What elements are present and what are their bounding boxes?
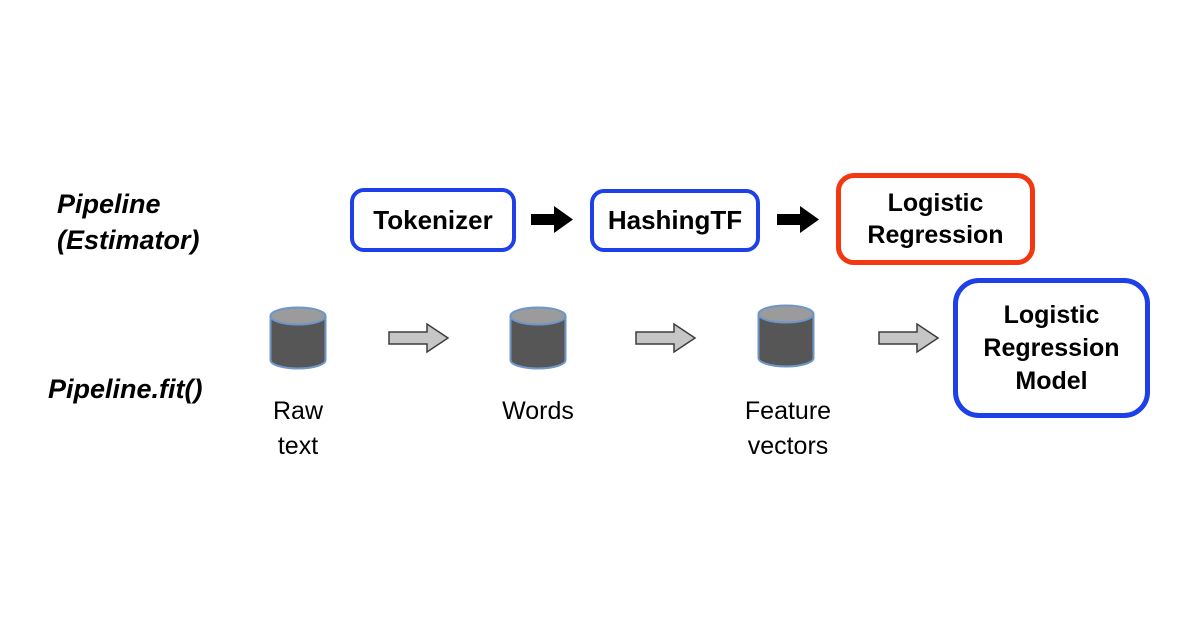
stage-box-hashingtf: HashingTF (590, 189, 760, 252)
stage-label-tokenizer: Tokenizer (373, 204, 493, 235)
model-output-box: Logistic Regression Model (953, 278, 1150, 418)
block-arrow-right-icon (635, 322, 697, 354)
block-arrow-right-icon (878, 322, 940, 354)
dataset-label-feature-vectors: Feature vectors (744, 397, 832, 460)
estimator-row-label: Pipeline (Estimator) (57, 189, 200, 255)
model-output-label: Logistic Regression Model (983, 300, 1120, 395)
stage-label-logistic-regression: Logistic Regression (867, 189, 1004, 249)
dataset-label-words: Words (502, 397, 574, 425)
stage-label-hashingtf: HashingTF (607, 205, 743, 235)
fit-row-label: Pipeline.fit() (48, 374, 203, 404)
stage-box-tokenizer: Tokenizer (350, 188, 516, 252)
database-cylinder-icon (509, 306, 567, 370)
arrow-right-icon (531, 206, 573, 233)
stage-box-logistic-regression: Logistic Regression (836, 173, 1035, 265)
database-cylinder-icon (269, 306, 327, 370)
database-cylinder-icon (757, 304, 815, 368)
block-arrow-right-icon (388, 322, 450, 354)
dataset-label-raw-text: Raw text (272, 397, 323, 460)
arrow-right-icon (777, 206, 819, 233)
